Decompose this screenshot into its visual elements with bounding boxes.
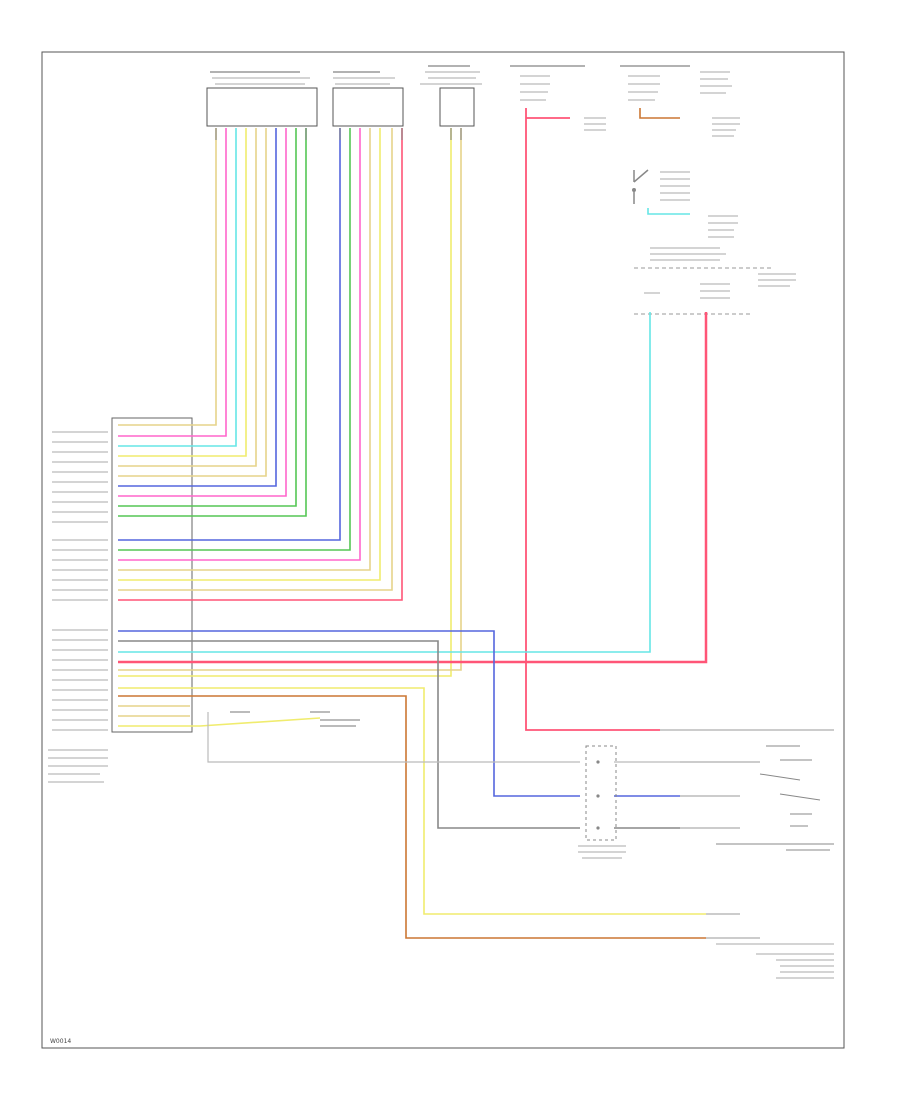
ground-icon [230, 711, 360, 727]
wire-bundle-headlamp [118, 128, 307, 517]
diagram-code: W0014 [50, 1038, 71, 1045]
component-transmission-module [420, 65, 482, 127]
pcm-label-lines [716, 943, 834, 979]
pin-stubs [215, 128, 462, 140]
component-headlamp-switch [206, 71, 318, 127]
wire-orange-pcm [118, 695, 706, 939]
ignition-switch [716, 745, 834, 851]
wire-orange-fuse [639, 108, 680, 119]
wire-tan-lower [118, 705, 321, 727]
wire-lightgray-switch [207, 712, 680, 763]
diagram-frame [41, 51, 845, 1049]
wire-bundle-body [118, 128, 403, 601]
pcm-connector-ends [660, 729, 834, 939]
connector-icon [585, 745, 617, 841]
component-body-module [332, 71, 404, 127]
fuse-block-right-2 [620, 65, 740, 137]
wire-yellow-pcm [118, 687, 706, 915]
wire-cyan-relay [118, 208, 690, 653]
wire-gray-switch [118, 640, 680, 829]
fuse-block-right-1 [510, 65, 606, 131]
switch-icon [632, 169, 649, 204]
connector-label-lines [578, 845, 626, 859]
wire-bundle-trans [118, 128, 462, 677]
component-powertrain-module [48, 417, 193, 783]
wire-red-power [118, 108, 708, 731]
wire-blue-switch [118, 630, 680, 797]
relay-block [634, 171, 796, 315]
